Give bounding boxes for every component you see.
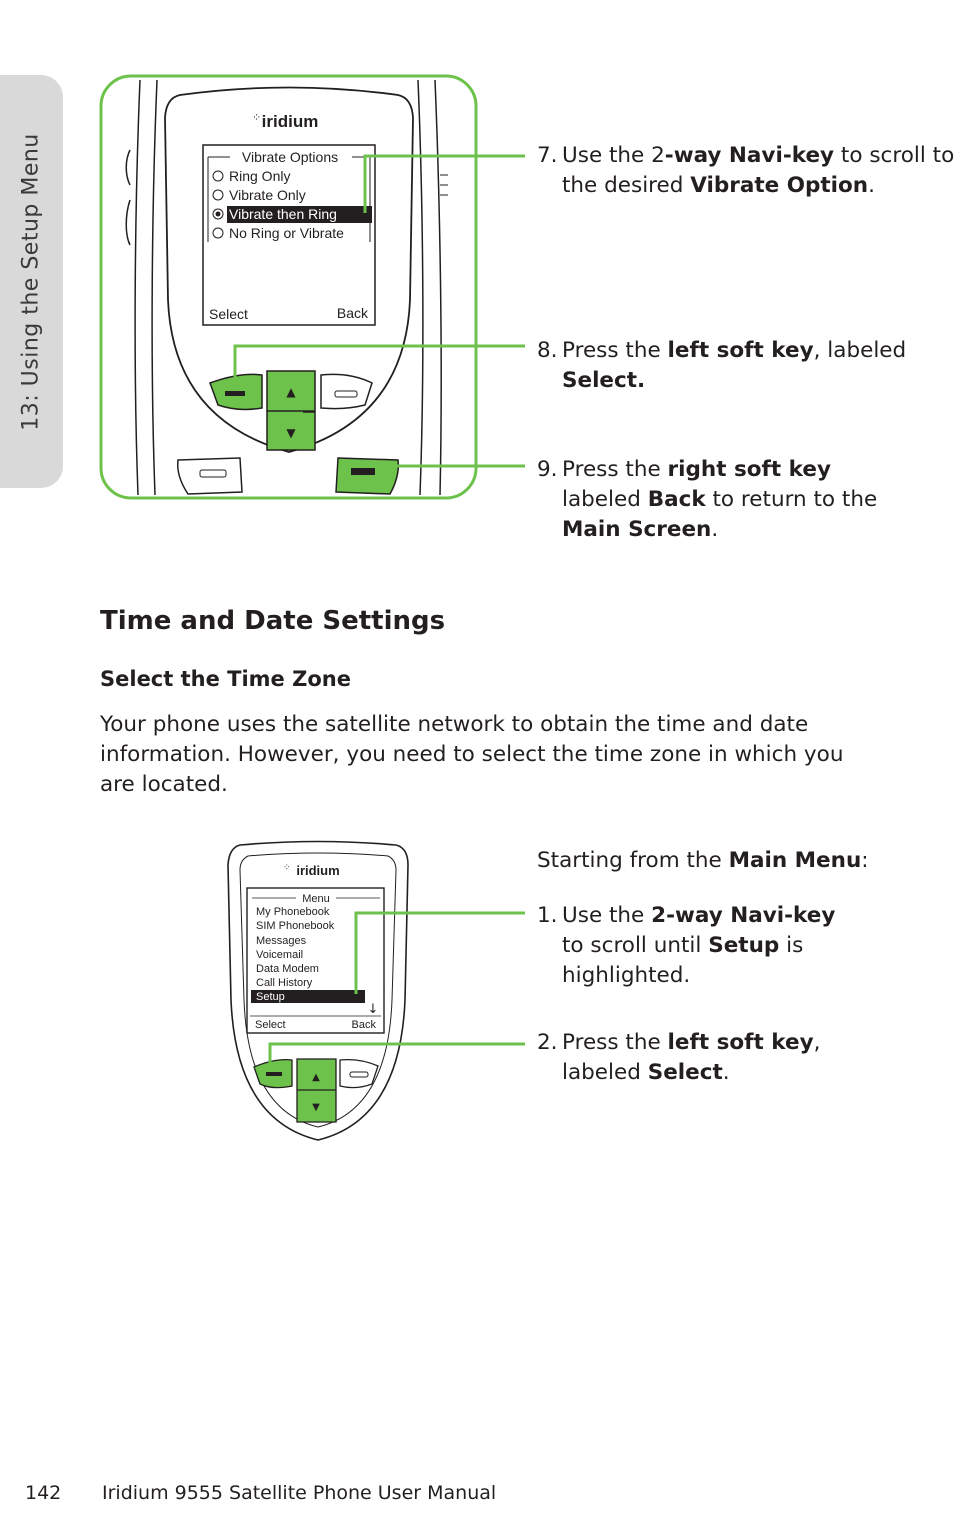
footer-title: Iridium 9555 Satellite Phone User Manual (102, 1482, 497, 1504)
figure2-brand-logo: iridium (296, 863, 339, 878)
figure2-menu-item: Voicemail (256, 949, 303, 961)
step-number: 8. (537, 338, 558, 363)
figure2-right-softkey-label: Back (352, 1019, 377, 1031)
figure2-menu-item: SIM Phonebook (256, 920, 335, 932)
callout-line-2 (268, 1042, 525, 1068)
steps-intro: Starting from the Main Menu: (537, 848, 869, 873)
figure2-menu-item: Messages (256, 935, 307, 947)
figure2-menu-item: Data Modem (256, 963, 319, 975)
figure1-send-key (176, 457, 243, 495)
figure2-menu-item-highlighted: Setup (256, 991, 285, 1003)
figure2-screen-title: Menu (302, 893, 330, 905)
callout-line-7 (363, 154, 525, 213)
figure2-nav-down-icon: ▼ (312, 1102, 320, 1113)
figure2-menu-list: My Phonebook SIM Phonebook Messages Voic… (251, 906, 365, 1003)
step-number: 7. (537, 143, 558, 168)
step-7: 7. Use the 2-way Navi-key to scroll to t… (537, 143, 955, 198)
figure2-logo-dots-icon: ⁘ (283, 862, 291, 872)
body-paragraph: Your phone uses the satellite network to… (100, 712, 844, 797)
step-2: 2. Press the left soft key,labeled Selec… (537, 1030, 821, 1085)
subsection-heading: Select the Time Zone (100, 667, 351, 691)
step-number: 1. (537, 903, 558, 928)
section-side-tab (0, 75, 63, 488)
figure2-right-upper-key (339, 1058, 379, 1089)
figure2-phone: iridium ⁘ Menu My Phonebook SIM Phoneboo… (227, 840, 525, 1141)
figure1-option: Vibrate Only (229, 187, 306, 203)
figure2-menu-item: Call History (256, 977, 313, 989)
figure1-option-list: Ring Only Vibrate Only Vibrate then Ring… (212, 168, 372, 241)
figure1-logo-dots-icon: ⁘ (252, 112, 261, 124)
figure1-option-selected: Vibrate then Ring (229, 206, 337, 222)
page-number: 142 (25, 1482, 62, 1504)
figure1-screen-title: Vibrate Options (242, 149, 338, 165)
figure1-option: No Ring or Vibrate (229, 225, 344, 241)
step-8: 8. Press the left soft key, labeled Sele… (537, 338, 907, 393)
figure1-brand-logo: iridium (262, 112, 319, 131)
section-heading: Time and Date Settings (100, 606, 446, 636)
figure1-nav-down-icon: ▼ (286, 426, 296, 440)
step-1: 1. Use the 2-way Navi-key to scroll unti… (537, 903, 836, 988)
figure1-option: Ring Only (229, 168, 290, 184)
figure2-menu-item: My Phonebook (256, 906, 330, 918)
figure1-left-softkey-label: Select (209, 306, 248, 322)
step-number: 2. (537, 1030, 558, 1055)
callout-line-8 (233, 344, 525, 388)
figure2-scroll-down-icon: ↓ (368, 1002, 379, 1017)
step-9: 9. Press the right soft key labeled Back… (537, 457, 878, 542)
figure2-left-softkey-label: Select (255, 1019, 286, 1031)
figure1-nav-up-icon: ▲ (286, 385, 296, 399)
step-number: 9. (537, 457, 558, 482)
figure1-right-soft-key (335, 457, 400, 495)
figure2-nav-up-icon: ▲ (312, 1072, 320, 1083)
figure1-phone: iridium ⁘ Vibrate Options Ring Only Vibr… (99, 74, 525, 500)
callout-line-1 (354, 911, 525, 994)
figure1-right-softkey-label: Back (337, 305, 369, 321)
